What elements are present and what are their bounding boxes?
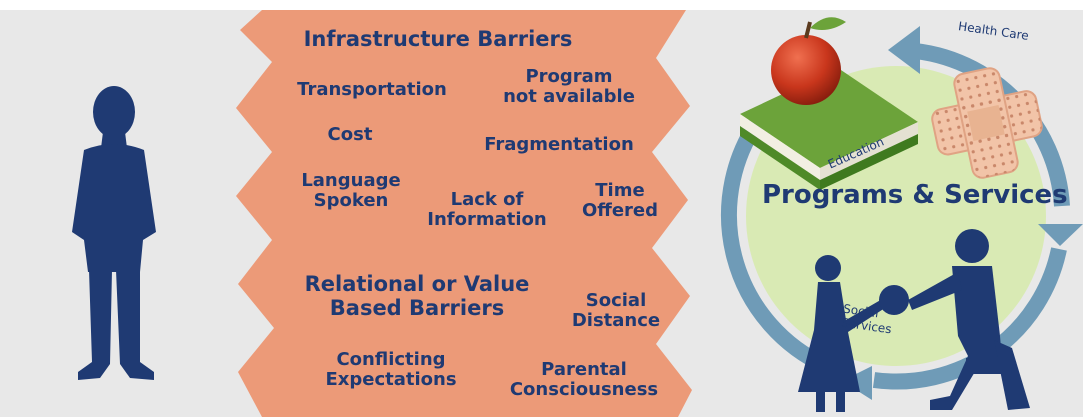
- apple-icon: [771, 17, 846, 105]
- bandage-cross-icon: [931, 67, 1043, 179]
- infrastructure-heading: Infrastructure Barriers: [303, 27, 573, 51]
- relational-heading: Relational or Value Based Barriers: [304, 272, 530, 320]
- book-icon: [740, 68, 918, 190]
- barrier-time-offered: Time Offered: [581, 180, 659, 222]
- barrier-fragmentation: Fragmentation: [484, 134, 634, 155]
- barrier-cost: Cost: [327, 124, 373, 145]
- arrow-head-icon: [888, 26, 920, 74]
- barrier-parental-consciousness: Parental Consciousness: [509, 359, 659, 401]
- family-silhouette-icon: [798, 229, 1030, 412]
- barrier-language-spoken: Language Spoken: [301, 170, 401, 212]
- child-silhouette-icon: [72, 86, 156, 380]
- barrier-transportation: Transportation: [297, 79, 447, 100]
- barrier-program-not-available: Program not available: [503, 66, 635, 108]
- barrier-conflicting-expectations: Conflicting Expectations: [325, 349, 457, 391]
- barrier-lack-of-information: Lack of Information: [427, 189, 547, 231]
- barrier-social-distance: Social Distance: [571, 290, 661, 332]
- barrier-region: [236, 10, 692, 417]
- programs-services-title: Programs & Services: [762, 180, 1068, 210]
- arrow-head-icon: [1038, 224, 1083, 246]
